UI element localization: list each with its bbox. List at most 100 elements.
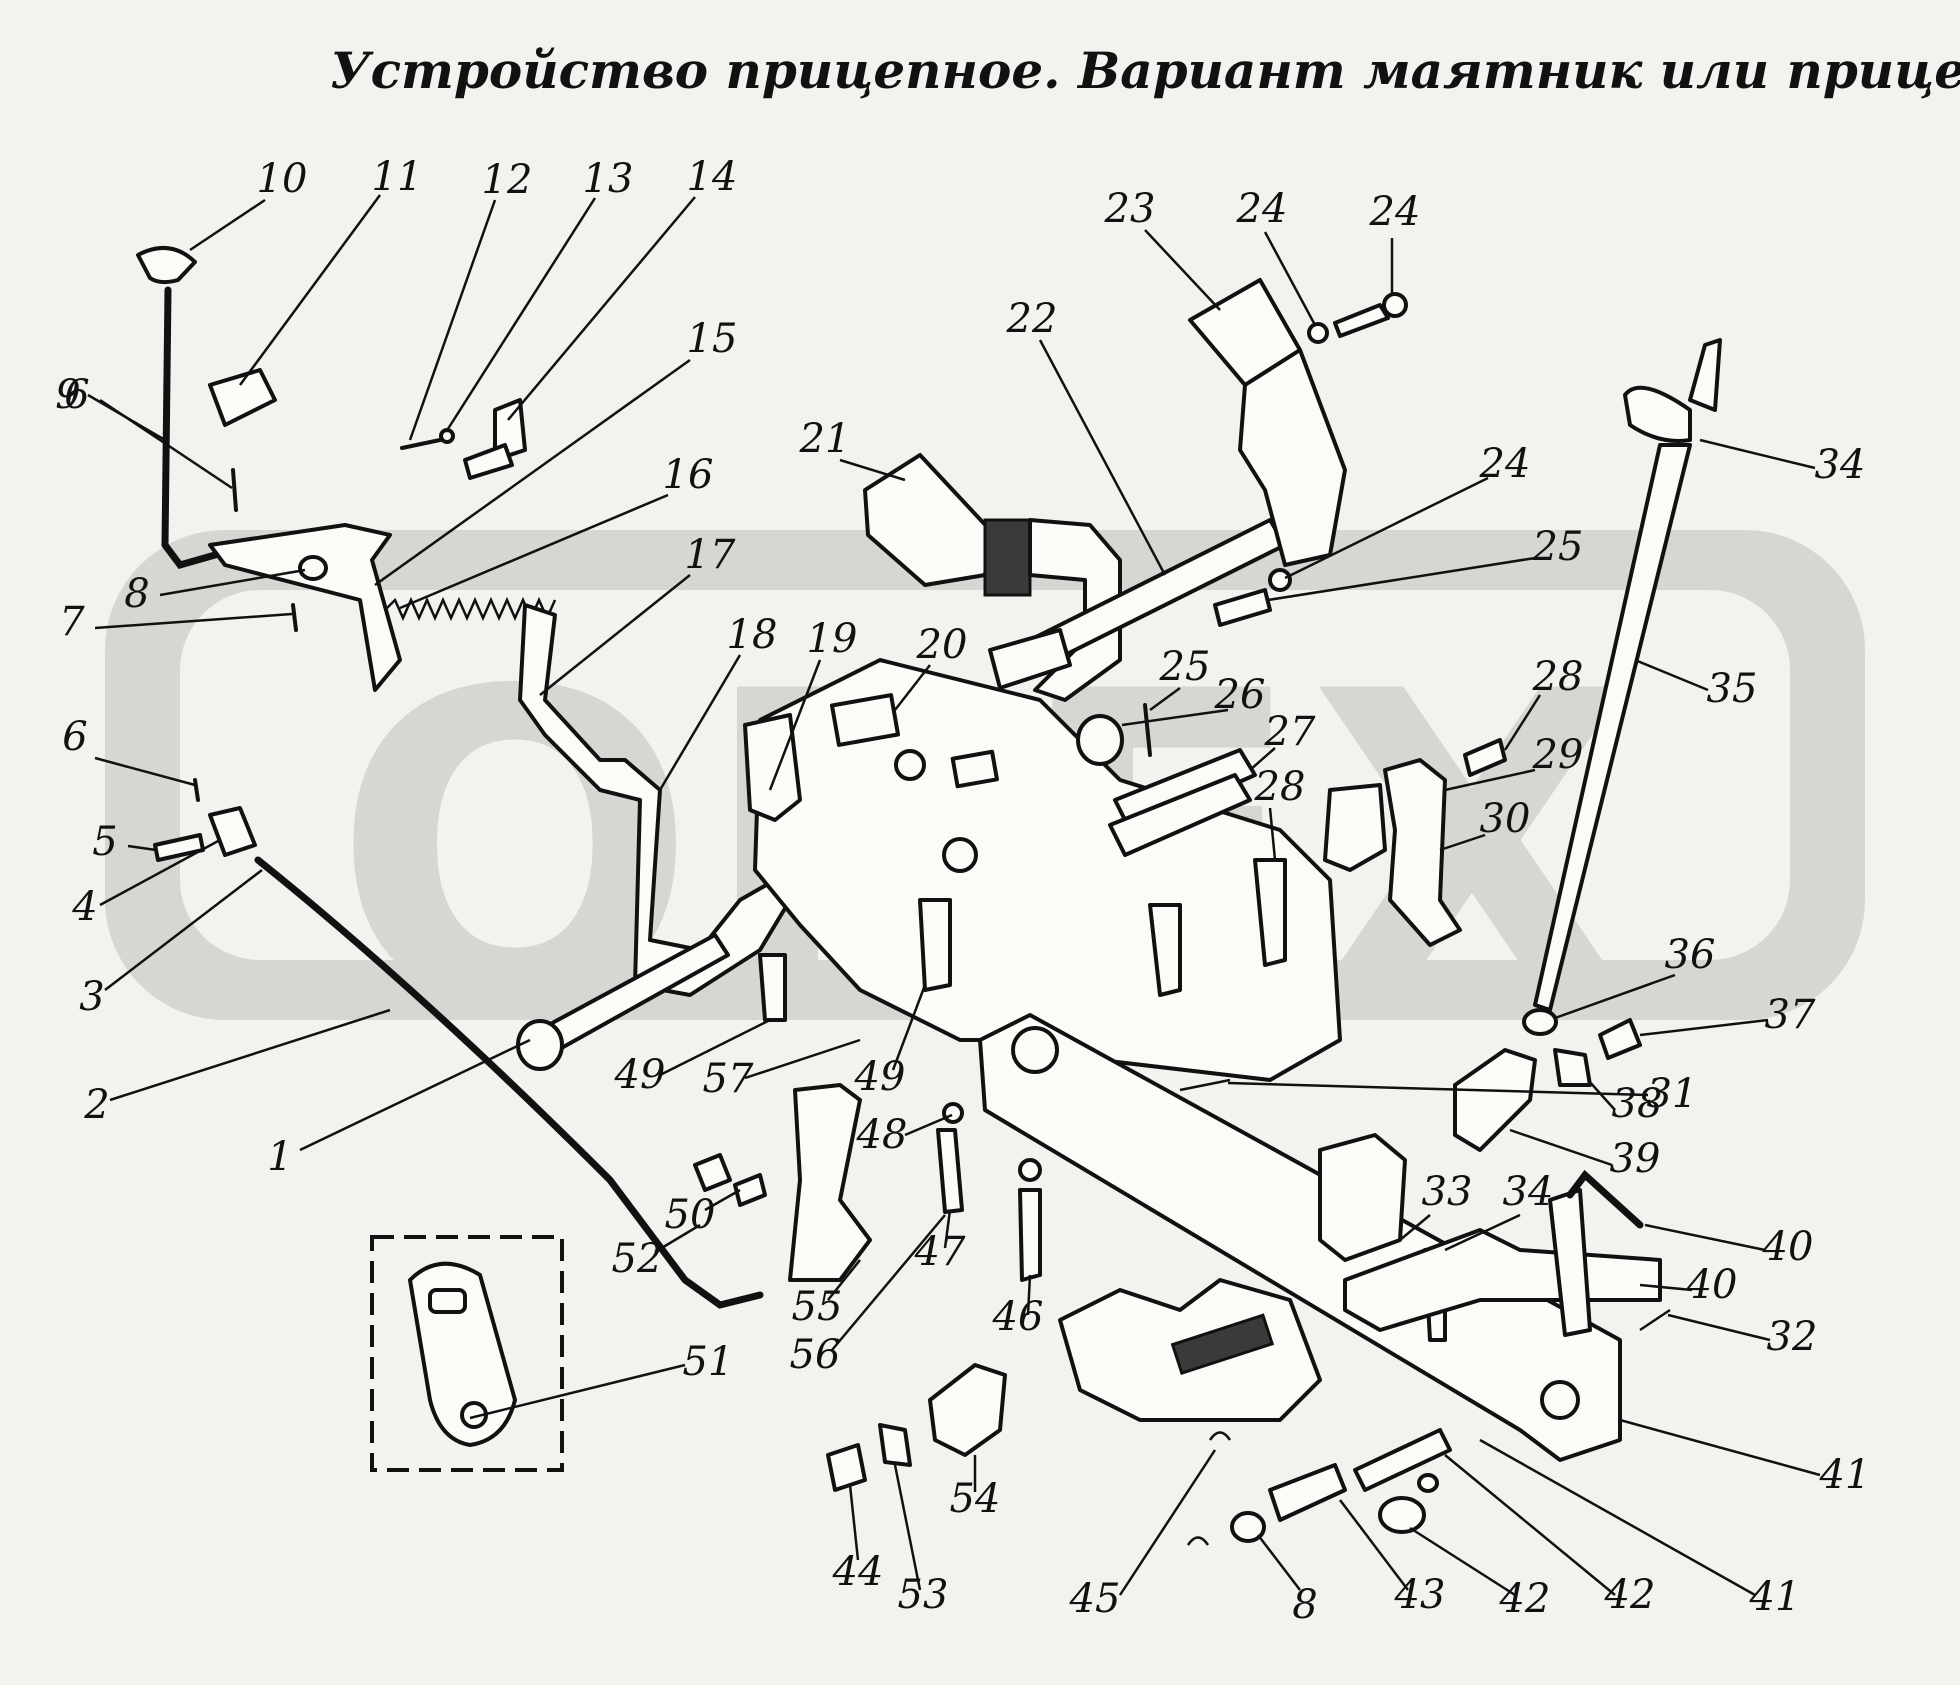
callout-27: 27 — [1264, 709, 1316, 755]
part-42-coupling-left — [928, 1363, 1007, 1457]
callout-32: 32 — [1767, 1314, 1818, 1360]
callout-2: 2 — [83, 1082, 109, 1128]
callout-55: 55 — [792, 1284, 843, 1330]
leader-line-24 — [1263, 231, 1317, 326]
callout-53: 53 — [898, 1572, 949, 1618]
callout-37: 37 — [1765, 992, 1816, 1038]
leader-line-39 — [1509, 1128, 1613, 1167]
leader-line-41 — [1619, 1418, 1821, 1477]
leader-line-15 — [374, 358, 691, 587]
part-21-plate-shade — [983, 518, 1032, 597]
callout-33: 33 — [1422, 1169, 1473, 1215]
callout-8: 8 — [124, 571, 149, 617]
callout-39: 39 — [1610, 1136, 1661, 1182]
part-25-bolt-head — [1382, 292, 1408, 318]
callout-6: 6 — [62, 714, 87, 760]
leader-line-16 — [399, 493, 669, 610]
part-50-clip-a — [1208, 1431, 1232, 1441]
callout-47: 47 — [914, 1229, 966, 1275]
leader-line-28 — [1268, 807, 1277, 861]
inset-57-frame — [370, 1235, 564, 1472]
leader-line-32 — [1667, 1313, 1771, 1342]
part-30-pin-a — [1148, 903, 1182, 997]
callout-16: 16 — [663, 452, 714, 498]
part-11-bracket — [208, 368, 277, 427]
part-50-clip-b — [1186, 1536, 1210, 1546]
leader-line-28 — [1503, 694, 1542, 751]
callout-17: 17 — [685, 532, 736, 578]
leader-line-2 — [109, 1008, 391, 1102]
part-57-slot — [428, 1288, 467, 1314]
callout-5: 5 — [92, 819, 117, 865]
leader-line-33 — [1399, 1214, 1431, 1241]
part-6-pin-top — [231, 468, 238, 512]
leader-line-49 — [891, 984, 927, 1071]
leader-line-19 — [768, 659, 822, 791]
callout-25: 25 — [1159, 644, 1211, 690]
callout-36: 36 — [1665, 932, 1716, 978]
callout-52: 52 — [612, 1236, 663, 1282]
callout-34: 34 — [1815, 442, 1866, 488]
callout-23: 23 — [1104, 186, 1156, 232]
leader-line-49 — [659, 1018, 771, 1077]
leader-line-8 — [159, 568, 306, 597]
callout-4: 4 — [71, 884, 97, 930]
part-29-link-b — [1108, 773, 1252, 857]
callout-25: 25 — [1532, 524, 1584, 570]
callout-8: 8 — [1292, 1582, 1317, 1628]
part-43-handle — [1566, 1169, 1644, 1229]
part-41-clip-left — [878, 1423, 912, 1467]
callout-49: 49 — [614, 1052, 666, 1098]
leader-line-21 — [839, 458, 906, 482]
leader-line-34 — [1699, 438, 1816, 470]
leader-line-31 — [1227, 1081, 1649, 1097]
part-24-washer — [1307, 322, 1329, 344]
callout-19: 19 — [807, 616, 858, 662]
callout-49: 49 — [854, 1054, 906, 1100]
part-42-coupling-right — [1453, 1048, 1537, 1152]
leader-line-43 — [1339, 1499, 1409, 1591]
leader-line-23 — [1144, 229, 1221, 311]
part-8-washer — [1230, 1511, 1266, 1543]
part-45-drawbar-hole — [1011, 1026, 1059, 1074]
part-21-arm — [1028, 518, 1122, 702]
callout-28: 28 — [1532, 654, 1584, 700]
leader-line-47 — [943, 1209, 952, 1249]
callout-28: 28 — [1254, 764, 1306, 810]
part-45-drawbar-end-hole — [1540, 1380, 1580, 1420]
part-47-bolt — [1353, 1428, 1452, 1492]
callout-40: 40 — [1686, 1262, 1738, 1308]
leader-line-12 — [408, 199, 497, 441]
callout-15: 15 — [687, 316, 738, 362]
leader-line-13 — [444, 197, 597, 433]
leader-line-42 — [1444, 1454, 1616, 1596]
leader-line-34 — [1444, 1213, 1521, 1252]
callout-35: 35 — [1707, 666, 1758, 712]
leader-line-3 — [104, 869, 263, 991]
part-20-hole-a — [894, 749, 926, 781]
callout-9: 9 — [55, 372, 80, 418]
callout-11: 11 — [372, 154, 423, 200]
callout-43: 43 — [1394, 1572, 1446, 1618]
callout-29: 29 — [1532, 732, 1584, 778]
part-26-bolt — [1213, 588, 1272, 627]
part-38-rod — [1533, 443, 1692, 1012]
callout-22: 22 — [1006, 296, 1058, 342]
leader-line-25 — [1149, 686, 1181, 712]
callout-26: 26 — [1214, 672, 1266, 718]
part-22-shaft-end — [988, 628, 1072, 690]
callout-54: 54 — [950, 1476, 1001, 1522]
leader-line-14 — [507, 196, 696, 421]
part-54-pin — [918, 898, 952, 992]
callout-20: 20 — [916, 622, 968, 668]
part-35-block — [1318, 1133, 1407, 1262]
part-32-block — [1323, 783, 1387, 872]
leader-line-35 — [1634, 658, 1709, 692]
leader-line-7 — [94, 612, 293, 630]
callout-41: 41 — [1749, 1574, 1801, 1620]
leader-line-6 — [94, 756, 196, 787]
part-12-bolt — [400, 438, 442, 450]
callout-56: 56 — [790, 1332, 841, 1378]
leader-line-41 — [1479, 1438, 1756, 1597]
